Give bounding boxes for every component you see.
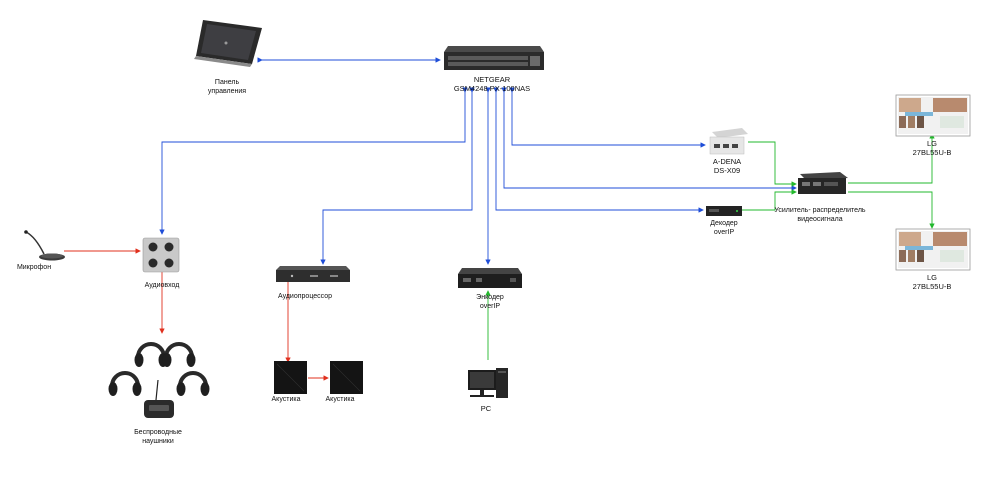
speaker-2-icon xyxy=(330,361,363,394)
link-switch-adena xyxy=(509,87,706,148)
monitor-bottom-label-line2: 27BL55U-B xyxy=(912,282,952,291)
pc-label: PC xyxy=(480,404,492,413)
microphone-icon xyxy=(24,230,65,261)
headphones-label: Беспроводные наушники xyxy=(134,428,182,446)
audio-processor-icon xyxy=(276,266,350,282)
switch-label-line1: NETGEAR xyxy=(473,75,511,84)
wireless-headphones-icon xyxy=(108,342,210,396)
link-switch-audio-input xyxy=(159,87,468,235)
link-switch-decoder xyxy=(493,87,704,213)
decoder-label-line2: overIP xyxy=(713,229,735,236)
link-switch-audio-processor xyxy=(320,87,475,265)
audio-connections xyxy=(64,248,329,381)
decoder-label: Декодер overIP xyxy=(710,219,737,237)
monitor-top-icon xyxy=(895,94,971,137)
speaker-2-label: Акустика xyxy=(325,396,355,403)
audio-input-label: Аудиовход xyxy=(144,282,180,289)
panel-label-line2: управления xyxy=(207,88,247,95)
link-switch-amplifier xyxy=(501,87,797,191)
adena-label: A-DENA DS-X09 xyxy=(713,157,741,175)
amplifier-label-line1: Усилитель- распределитель xyxy=(774,207,866,214)
encoder-label: Энкодер overIP xyxy=(476,293,504,311)
speaker-1-label: Акустика xyxy=(271,396,301,403)
panel-label-line1: Панель xyxy=(214,79,240,86)
adena-label-line1: A-DENA xyxy=(712,157,742,166)
headphone-transmitter-icon xyxy=(144,379,174,418)
link-amplifier-monitor-top xyxy=(848,133,935,184)
monitor-top-label-line2: 27BL55U-B xyxy=(912,148,952,157)
video-amplifier-icon xyxy=(798,172,848,194)
monitor-top-label: LG 27BL55U-B xyxy=(913,139,952,157)
link-adena-amplifier xyxy=(748,141,797,187)
link-amplifier-monitor-bottom xyxy=(848,191,935,229)
network-connections xyxy=(159,57,797,265)
monitor-bottom-icon xyxy=(895,228,971,271)
monitor-bottom-label: LG 27BL55U-B xyxy=(913,273,952,291)
decoder-icon xyxy=(706,206,742,216)
adena-label-line2: DS-X09 xyxy=(713,166,741,175)
switch-label-line2: GSM4248 PX-100NAS xyxy=(453,84,531,93)
encoder-icon xyxy=(458,268,522,288)
amplifier-label-line2: видеосигнала xyxy=(797,216,843,223)
monitor-top-label-line1: LG xyxy=(926,139,937,148)
link-decoder-amplifier xyxy=(742,189,797,211)
amplifier-label: Усилитель- распределитель видеосигнала xyxy=(774,206,865,224)
panel-label: Панель управления xyxy=(208,78,246,96)
headphones-label-line1: Беспроводные xyxy=(134,429,182,436)
pc-icon xyxy=(468,368,508,398)
headphones-label-line2: наушники xyxy=(142,438,174,445)
control-panel-icon xyxy=(194,20,262,67)
network-switch-icon xyxy=(444,46,544,70)
audio-input-icon xyxy=(142,237,180,273)
audio-processor-label: Аудиопроцессор xyxy=(277,293,333,300)
encoder-label-line2: overIP xyxy=(479,303,501,310)
decoder-label-line1: Декодер xyxy=(710,220,738,227)
speaker-1-icon xyxy=(274,361,307,394)
monitor-bottom-label-line1: LG xyxy=(926,273,937,282)
switch-label: NETGEAR GSM4248 PX-100NAS xyxy=(454,75,530,93)
adena-device-icon xyxy=(709,128,748,155)
encoder-label-line1: Энкодер xyxy=(476,294,504,301)
microphone-label: Микрофон xyxy=(16,264,52,271)
video-connections xyxy=(485,133,935,360)
